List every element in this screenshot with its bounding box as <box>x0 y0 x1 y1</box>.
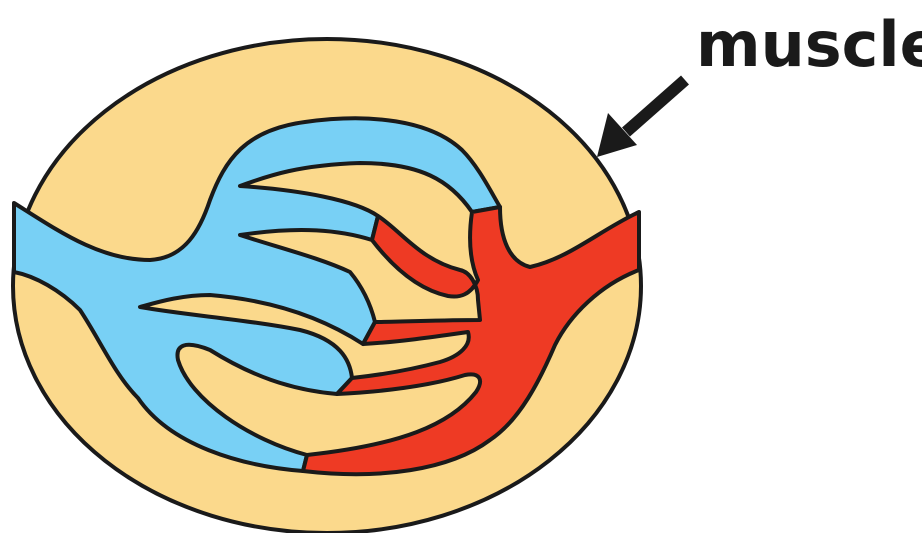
arrow-icon <box>597 80 685 157</box>
muscle-label: muscle <box>696 8 922 81</box>
arrow-shaft <box>626 80 685 132</box>
